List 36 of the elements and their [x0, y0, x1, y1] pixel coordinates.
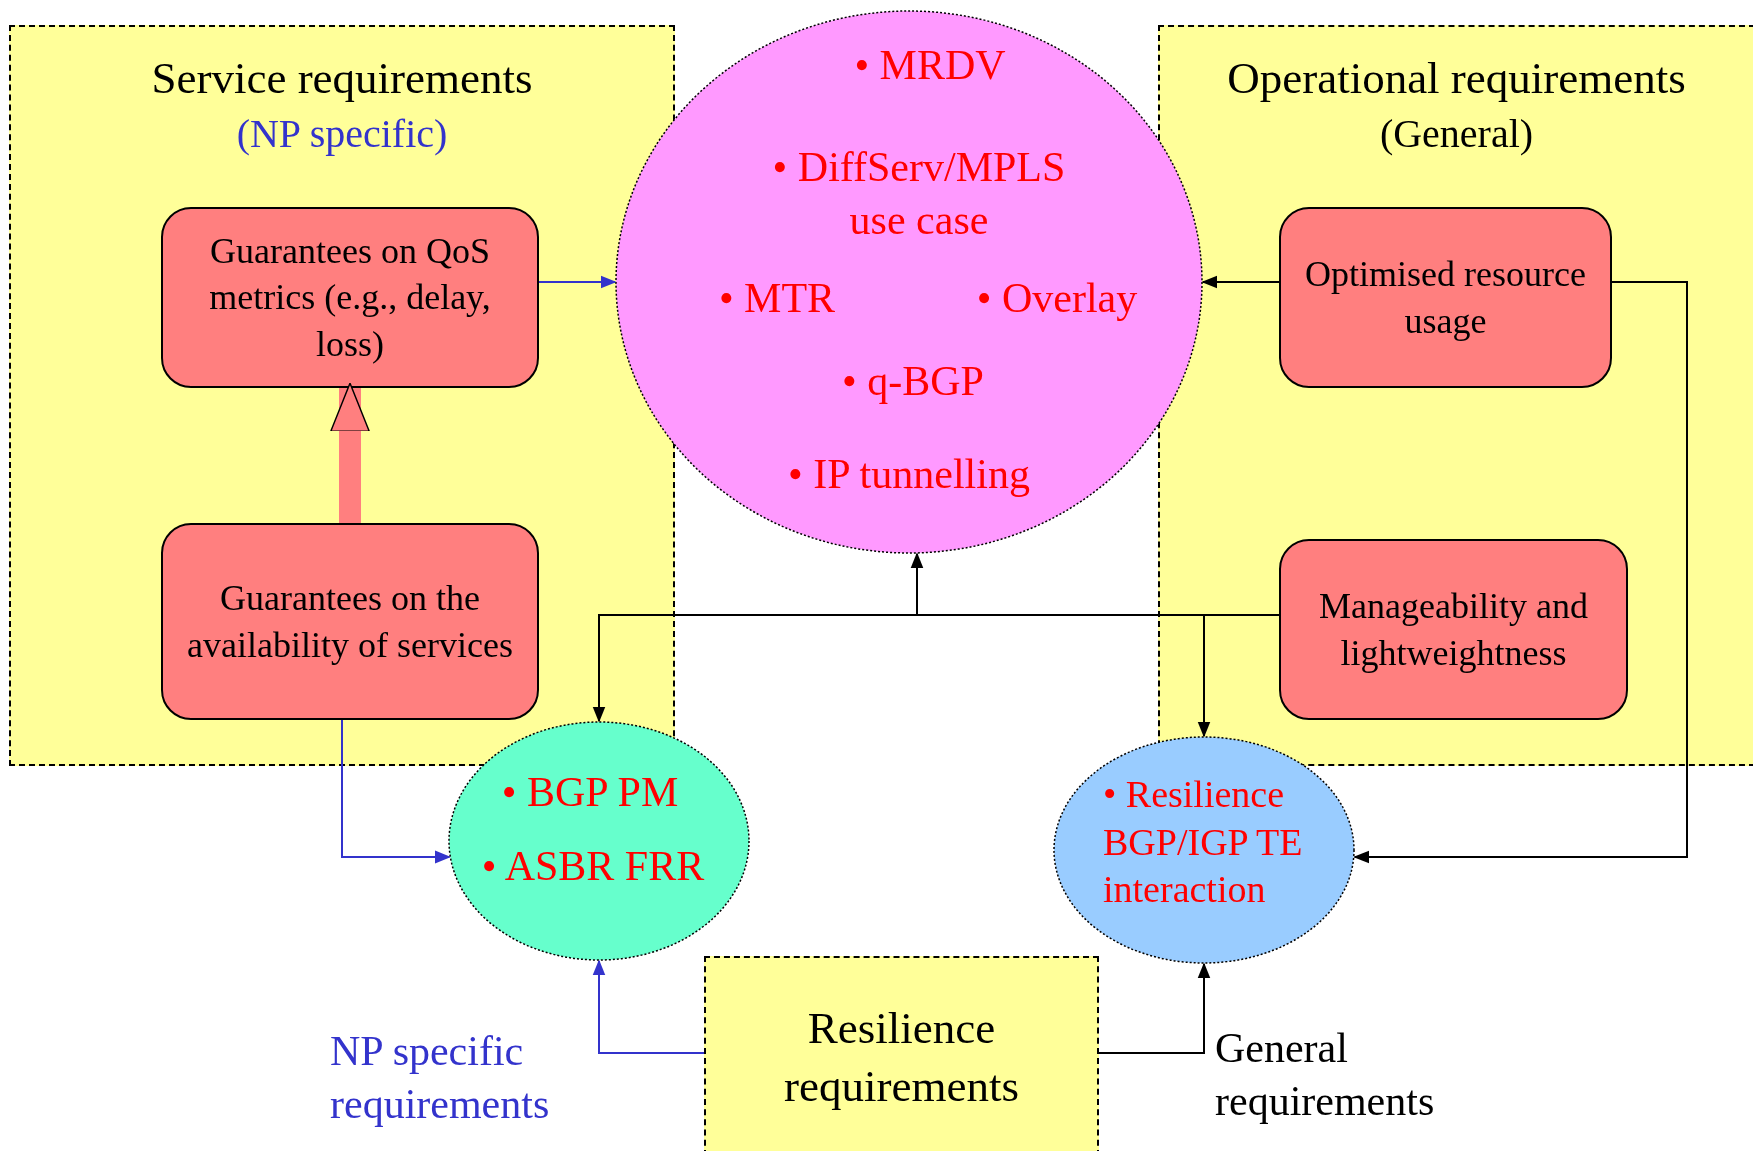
box-text: Optimised resource usage	[1304, 253, 1587, 343]
bullet-item: • DiffServ/MPLS use case	[771, 142, 1067, 244]
arrow	[1098, 962, 1211, 1054]
box-text: Guarantees on QoS metrics (e.g., delay, loss)	[208, 230, 492, 366]
requirements-panel	[9, 25, 675, 766]
panel-heading: Operational requirements	[1227, 52, 1686, 105]
technique-ellipse	[615, 10, 1203, 554]
bullet-item: • MRDV	[854, 40, 1006, 90]
bullet-item: • Resilience BGP/IGP TE interaction	[1103, 772, 1304, 912]
arrow	[538, 275, 617, 289]
arrow	[341, 719, 451, 864]
technique-ellipse	[448, 721, 750, 961]
block-arrow	[330, 382, 370, 523]
bullet-item: • IP tunnelling	[788, 449, 1030, 499]
panel-subheading: (General)	[1379, 109, 1534, 158]
requirements-panel	[1158, 25, 1753, 766]
bullet-item: • MTR	[718, 273, 836, 323]
panel-heading: Resilience requirements	[783, 1001, 1020, 1113]
requirements-panel	[704, 956, 1099, 1151]
arrow	[592, 959, 705, 1054]
bullet-item: • ASBR FRR	[481, 841, 705, 891]
panel-heading: Service requirements	[151, 52, 533, 105]
bullet-item: • BGP PM	[501, 767, 679, 817]
arrow	[1197, 614, 1280, 738]
requirement-box	[161, 207, 539, 388]
arrow	[1201, 275, 1280, 289]
requirement-box	[1279, 207, 1612, 388]
arrow	[1353, 281, 1688, 864]
requirement-box	[161, 523, 539, 720]
technique-ellipse	[1053, 736, 1355, 964]
requirement-box	[1279, 539, 1628, 720]
box-text: Guarantees on the availability of services	[186, 577, 514, 667]
bullet-item: • Overlay	[976, 273, 1138, 323]
box-text: Manageability and lightweightness	[1318, 585, 1589, 675]
bullet-item: • q-BGP	[842, 356, 984, 406]
panel-subheading: (NP specific)	[236, 109, 448, 158]
